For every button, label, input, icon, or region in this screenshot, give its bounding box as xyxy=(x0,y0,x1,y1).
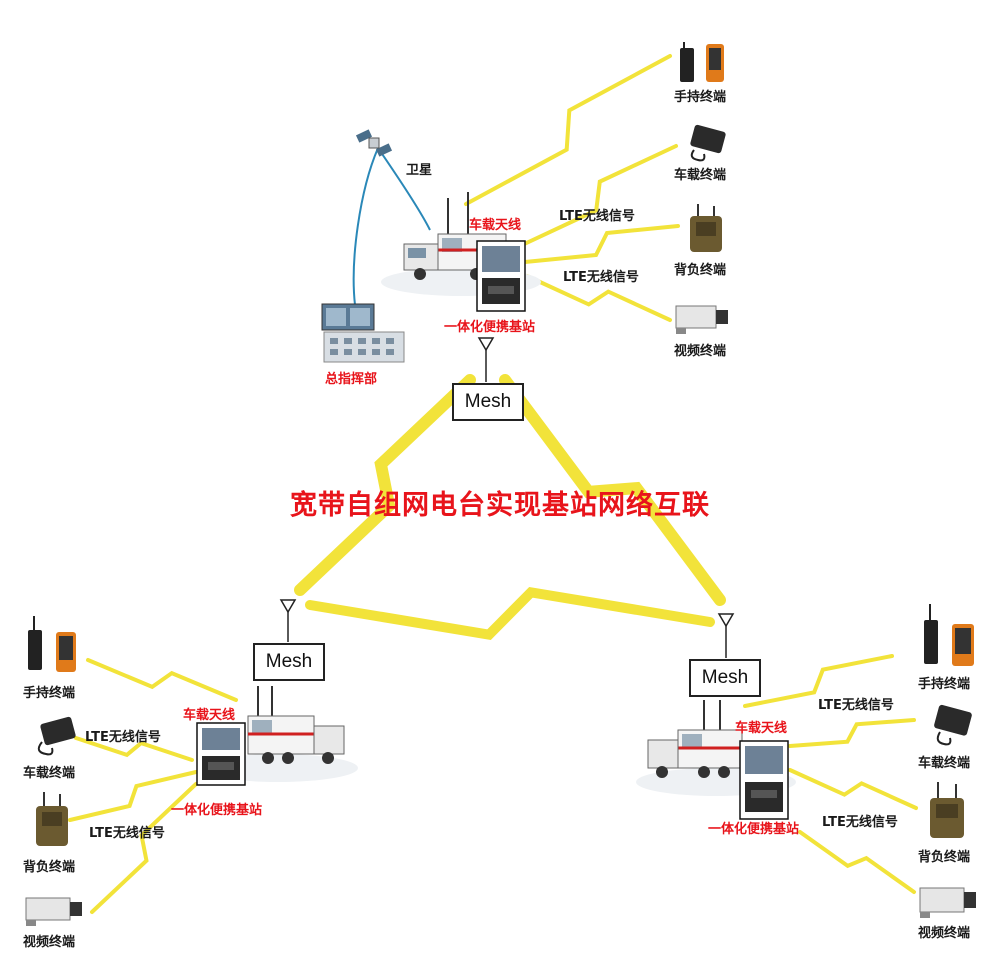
mesh-link-top-right xyxy=(499,374,726,606)
lte-signal-label-top-1: LTE无线信号 xyxy=(559,209,635,224)
terminal-label-backpack-top: 背负终端 xyxy=(674,263,727,278)
handheld-terminal-icon xyxy=(680,42,724,82)
video-terminal-icon xyxy=(25,897,82,926)
backpack-terminal-icon xyxy=(930,782,964,838)
mesh-antenna-left xyxy=(279,599,297,642)
lte-link-top-handheld xyxy=(464,54,672,206)
portable-basestation-icon xyxy=(739,740,789,820)
headquarters-label: 总指挥部 xyxy=(325,372,378,387)
mesh-link-left-right xyxy=(305,587,715,640)
lte-link-right-handheld xyxy=(743,654,894,708)
terminal-label-vehicle-left: 车载终端 xyxy=(23,766,76,781)
mesh-radio-left: Mesh xyxy=(253,643,325,681)
lte-link-left-vehicle xyxy=(74,736,194,762)
portable-basestation-icon xyxy=(476,240,526,312)
lte-link-left-backpack xyxy=(68,770,198,822)
terminal-label-vehicle-top: 车载终端 xyxy=(674,168,727,183)
mesh-radio-top: Mesh xyxy=(452,383,524,421)
mesh-antenna-top xyxy=(477,337,495,382)
satellite-links xyxy=(352,147,431,306)
handheld-terminal-icon xyxy=(28,616,76,672)
lte-link-right-vehicle xyxy=(788,718,916,748)
lte-link-left-handheld xyxy=(86,658,238,702)
terminal-label-backpack-left: 背负终端 xyxy=(23,860,76,875)
lte-signal-label-top-2: LTE无线信号 xyxy=(563,270,639,285)
satellite-downlink-vehicle xyxy=(377,147,431,231)
vehicle-antenna-label-right: 车载天线 xyxy=(735,721,788,736)
vehicle-antenna-label-left: 车载天线 xyxy=(183,708,236,723)
mesh-link-top-left xyxy=(294,374,476,596)
video-terminal-icon xyxy=(675,305,728,334)
lte-link-top-video xyxy=(525,274,672,322)
lte-signal-label-left-2: LTE无线信号 xyxy=(89,826,165,841)
diagram-title: 宽带自组网电台实现基站网络互联 xyxy=(290,490,710,521)
mesh-radio-right: Mesh xyxy=(689,659,761,697)
satellite-downlink-hq xyxy=(352,147,379,306)
vehicle-antenna-label-top: 车载天线 xyxy=(469,218,522,233)
lte-link-right-video xyxy=(798,830,916,894)
lte-link-top-vehicle xyxy=(518,144,678,248)
portable-basestation-label-left: 一体化便携基站 xyxy=(171,803,263,818)
lte-link-left-video xyxy=(90,782,198,914)
lte-signal-label-left-1: LTE无线信号 xyxy=(85,730,161,745)
terminal-label-handheld-left: 手持终端 xyxy=(23,686,76,701)
backpack-terminal-icon xyxy=(690,204,722,252)
lte-link-right-backpack xyxy=(788,768,918,810)
mesh-antenna-right xyxy=(717,613,735,658)
terminal-label-video-right: 视频终端 xyxy=(918,926,971,941)
backpack-terminal-icon xyxy=(36,792,68,846)
terminal-label-handheld-top: 手持终端 xyxy=(674,90,727,105)
satellite-icon xyxy=(355,129,393,157)
portable-basestation-label-top: 一体化便携基站 xyxy=(444,320,536,335)
video-terminal-icon xyxy=(919,887,976,918)
terminal-label-backpack-right: 背负终端 xyxy=(918,850,971,865)
lte-signal-label-right-1: LTE无线信号 xyxy=(818,698,894,713)
vehicle-terminal-icon xyxy=(37,716,76,756)
terminal-label-video-left: 视频终端 xyxy=(23,935,76,950)
satellite-label: 卫星 xyxy=(406,163,433,178)
vehicle-terminal-icon xyxy=(934,704,972,746)
handheld-terminal-icon xyxy=(924,604,974,666)
portable-basestation-icon xyxy=(196,722,246,786)
terminal-label-vehicle-right: 车载终端 xyxy=(918,756,971,771)
vehicle-terminal-icon xyxy=(690,124,726,162)
terminal-label-handheld-right: 手持终端 xyxy=(918,677,971,692)
headquarters-icon xyxy=(321,303,405,363)
lte-signal-label-right-2: LTE无线信号 xyxy=(822,815,898,830)
lte-link-top-backpack xyxy=(523,224,680,264)
terminal-label-video-top: 视频终端 xyxy=(674,344,727,359)
portable-basestation-label-right: 一体化便携基站 xyxy=(708,822,800,837)
